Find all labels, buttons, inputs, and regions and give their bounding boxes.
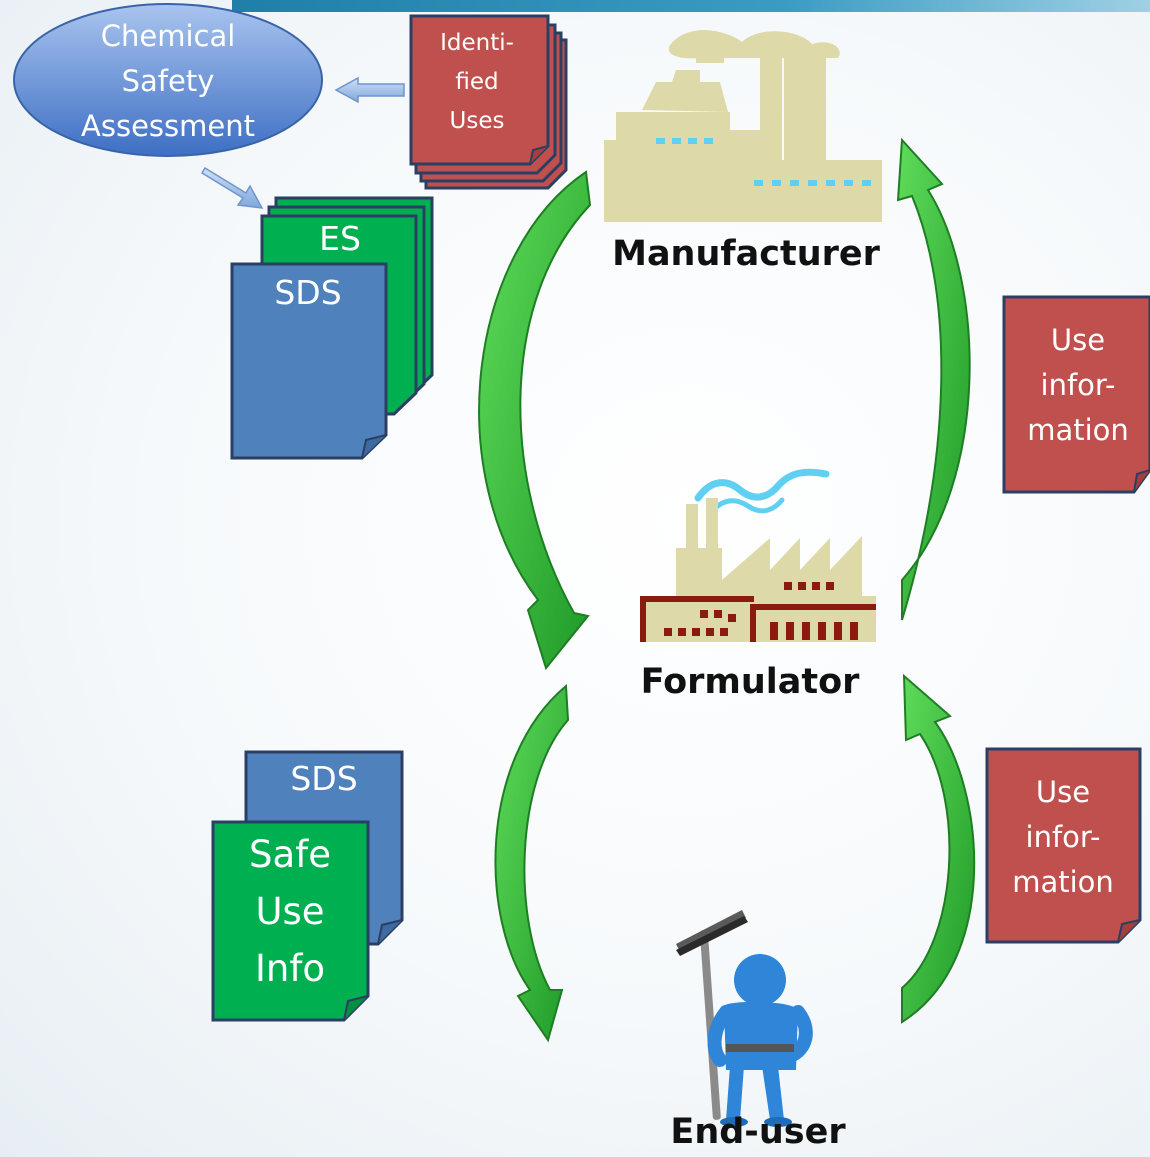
es-sds-doc-stack bbox=[230, 196, 434, 460]
identified-uses-doc-stack bbox=[409, 14, 568, 190]
identified-uses-line-2: fied bbox=[455, 69, 499, 95]
es-label: ES bbox=[319, 219, 361, 258]
use-info-top-line-3: mation bbox=[1027, 413, 1129, 447]
top-accent-bar bbox=[232, 0, 1150, 12]
use-info-bottom-line-3: mation bbox=[1012, 865, 1114, 899]
end-user-label: End-user bbox=[670, 1112, 846, 1152]
csa-line-2: Safety bbox=[121, 64, 215, 98]
arrow-manufacturer-to-formulator-icon bbox=[478, 170, 592, 671]
identified-uses-line-3: Uses bbox=[449, 108, 505, 134]
arrow-to-assessment-icon bbox=[334, 76, 405, 104]
factory-icon bbox=[604, 30, 882, 222]
arrow-end-user-to-formulator-icon bbox=[901, 673, 976, 1024]
chemical-safety-assessment-label: Chemical Safety Assessment bbox=[20, 14, 316, 149]
identified-uses-label: Identi- fied Uses bbox=[420, 24, 534, 141]
identified-uses-line-1: Identi- bbox=[440, 30, 514, 56]
worker-with-squeegee-icon bbox=[676, 910, 813, 1127]
use-information-doc-top bbox=[1002, 295, 1150, 494]
chemical-safety-assessment-ellipse bbox=[13, 3, 323, 157]
formulator-label: Formulator bbox=[640, 662, 860, 702]
arrow-formulator-to-manufacturer-icon bbox=[896, 137, 971, 621]
factory-smoke-icon bbox=[640, 468, 876, 642]
manufacturer-label: Manufacturer bbox=[612, 234, 880, 274]
csa-line-1: Chemical bbox=[100, 19, 236, 53]
use-information-doc-bottom bbox=[985, 747, 1142, 944]
safe-use-info-label: Safe Use Info bbox=[214, 826, 366, 997]
sds-safe-use-doc-stack bbox=[211, 750, 404, 1022]
use-info-bottom-line-1: Use bbox=[1035, 775, 1091, 809]
use-info-top-line-1: Use bbox=[1050, 323, 1106, 357]
safe-use-line-2: Use bbox=[255, 890, 325, 933]
use-info-top-line-2: infor- bbox=[1040, 368, 1116, 402]
safe-use-line-3: Info bbox=[254, 947, 326, 990]
sds-bottom-label: SDS bbox=[290, 759, 358, 798]
arrow-formulator-to-end-user-icon bbox=[494, 683, 570, 1043]
csa-line-3: Assessment bbox=[81, 109, 255, 143]
use-information-bottom-label: Use infor- mation bbox=[990, 770, 1136, 905]
use-info-bottom-line-2: infor- bbox=[1025, 820, 1101, 854]
use-information-top-label: Use infor- mation bbox=[1006, 318, 1150, 453]
safe-use-line-1: Safe bbox=[249, 833, 331, 876]
sds-top-label: SDS bbox=[274, 273, 342, 312]
arrow-to-sds-icon bbox=[200, 166, 264, 209]
